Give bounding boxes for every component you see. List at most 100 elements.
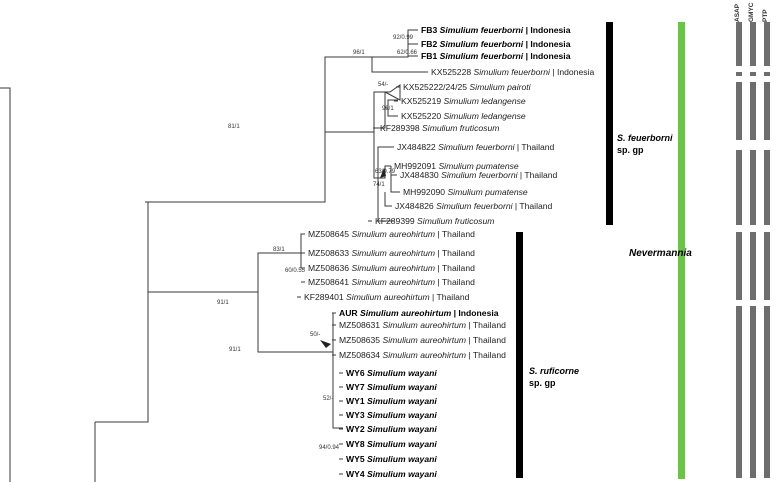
leaf-id: JX484830 — [400, 170, 441, 180]
leaf-locality: | Thailand — [466, 350, 506, 360]
leaf-locality: | Thailand — [466, 320, 506, 330]
leaf-id: KX525222/24/25 — [403, 82, 469, 92]
arrow-icon — [380, 168, 386, 178]
feuerborni-group-suffix: sp. gp — [617, 145, 644, 155]
method-header-gmyc: GMYC — [748, 2, 755, 22]
leaf-species: Simulium feuerborni — [436, 201, 514, 211]
leaf-species: Simulium ledangense — [444, 111, 526, 121]
leaf-label: WY5 Simulium wayani — [346, 454, 437, 464]
leaf-id: WY1 — [346, 396, 367, 406]
leaf-id: MH992090 — [403, 187, 447, 197]
delimitation-bar — [736, 22, 742, 66]
delimitation-bar — [736, 82, 742, 140]
leaf-id: MZ508636 — [308, 263, 351, 273]
leaf-id: WY3 — [346, 410, 367, 420]
leaf-species: Simulium aureohirtum — [351, 248, 435, 258]
leaf-label: JX484826 Simulium feuerborni | Thailand — [395, 201, 553, 211]
leaf-label: WY8 Simulium wayani — [346, 439, 437, 449]
delimitation-bar — [764, 72, 770, 76]
leaf-species: Simulium aureohirtum — [382, 335, 466, 345]
leaf-label: KX525219 Simulium ledangense — [401, 96, 526, 106]
support-value: 91/1 — [229, 347, 241, 353]
leaf-species: Simulium wayani — [367, 469, 437, 479]
leaf-species: Simulium wayani — [367, 454, 437, 464]
leaf-label: MH992091 Simulium pumatense — [394, 161, 519, 171]
leaf-id: JX484826 — [395, 201, 436, 211]
leaf-species: Simulium aureohirtum — [346, 292, 430, 302]
leaf-locality: | Thailand — [435, 248, 475, 258]
leaf-locality: | Thailand — [513, 201, 553, 211]
delimitation-bar — [764, 82, 770, 140]
support-value: 62/0.66 — [397, 50, 418, 56]
delimitation-bar — [750, 306, 756, 478]
support-value: 50/- — [310, 332, 320, 338]
leaf-species: Simulium wayani — [367, 424, 437, 434]
leaf-species: Simulium wayani — [367, 382, 437, 392]
leaf-label: KF289399 Simulium fruticosum — [375, 216, 494, 226]
subgenus-bar — [678, 22, 685, 479]
leaf-species: Simulium feuerborni — [440, 39, 524, 49]
leaf-species: Simulium aureohirtum — [382, 350, 466, 360]
support-value: 92/0.99 — [393, 35, 414, 41]
delimitation-bar — [764, 306, 770, 478]
arrow-icon — [320, 340, 331, 348]
delimitation-bar — [736, 232, 742, 300]
leaf-locality: | Indonesia — [451, 308, 499, 318]
delimitation-bar — [750, 22, 756, 66]
delimitation-bars — [736, 22, 770, 478]
leaf-species: Simulium fruticosum — [417, 216, 494, 226]
support-value: 83/1 — [273, 247, 285, 253]
subgenus-label: Nevermannia — [629, 248, 692, 259]
leaf-species: Simulium pumatense — [438, 161, 518, 171]
support-value: 54/- — [378, 82, 388, 88]
leaf-id: MZ508631 — [339, 320, 382, 330]
leaf-locality: | Indonesia — [523, 25, 571, 35]
leaf-species: Simulium feuerborni — [440, 51, 524, 61]
leaf-id: KX525228 — [431, 67, 474, 77]
leaf-id: WY4 — [346, 469, 367, 479]
leaf-locality: | Indonesia — [550, 67, 594, 77]
leaf-species: Simulium aureohirtum — [351, 277, 435, 287]
leaf-species: Simulium ledangense — [444, 96, 526, 106]
tree-marks — [320, 168, 386, 348]
leaf-id: FB2 — [421, 39, 440, 49]
leaf-locality: | Indonesia — [523, 39, 571, 49]
leaf-id: AUR — [339, 308, 360, 318]
leaf-locality: | Thailand — [430, 292, 470, 302]
leaf-species: Simulium wayani — [367, 396, 437, 406]
leaf-species: Simulium wayani — [367, 439, 437, 449]
method-header-ptp: PTP — [762, 9, 769, 22]
leaf-label: MH992090 Simulium pumatense — [403, 187, 528, 197]
ruficorne-group-bar — [516, 232, 523, 478]
leaf-label: WY1 Simulium wayani — [346, 396, 437, 406]
support-value: 96/1 — [353, 50, 365, 56]
leaf-label: WY3 Simulium wayani — [346, 410, 437, 420]
feuerborni-group-bar — [606, 22, 613, 225]
support-value: 74/1 — [373, 182, 385, 188]
leaf-species: Simulium aureohirtum — [351, 229, 435, 239]
leaf-label: MZ508641 Simulium aureohirtum | Thailand — [308, 277, 475, 287]
delimitation-bar — [750, 150, 756, 225]
leaf-id: KX525219 — [401, 96, 444, 106]
leaf-id: MZ508645 — [308, 229, 351, 239]
leaf-id: WY5 — [346, 454, 367, 464]
support-value: 60/0.55 — [285, 268, 306, 274]
leaf-label: KF289398 Simulium fruticosum — [380, 123, 499, 133]
delimitation-bar — [750, 232, 756, 300]
leaf-id: KF289398 — [380, 123, 422, 133]
leaf-id: JX484822 — [397, 142, 438, 152]
leaf-id: FB1 — [421, 51, 440, 61]
leaf-label: WY7 Simulium wayani — [346, 382, 437, 392]
support-value: 94/0.94 — [319, 445, 340, 451]
leaf-label: MZ508634 Simulium aureohirtum | Thailand — [339, 350, 506, 360]
leaf-species: Simulium feuerborni — [441, 170, 519, 180]
ruficorne-group-label: S. ruficorne — [529, 366, 579, 376]
leaf-species: Simulium feuerborni — [438, 142, 516, 152]
leaf-locality: | Thailand — [435, 229, 475, 239]
support-value: 91/1 — [217, 300, 229, 306]
leaf-label: KX525222/24/25 Simulium pairoti — [403, 82, 532, 92]
leaf-id: WY2 — [346, 424, 367, 434]
leaf-id: WY8 — [346, 439, 367, 449]
leaf-label: MZ508645 Simulium aureohirtum | Thailand — [308, 229, 475, 239]
